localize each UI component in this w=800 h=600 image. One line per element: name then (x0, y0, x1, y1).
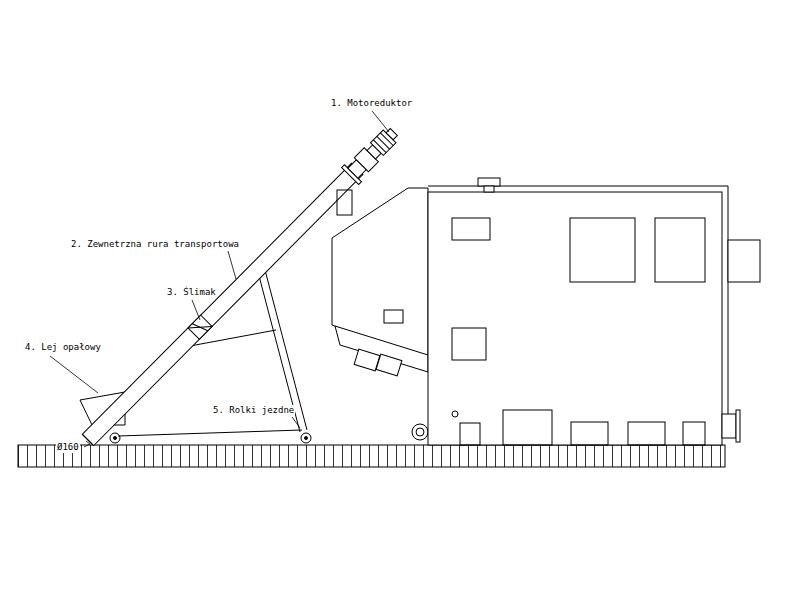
bracket (337, 190, 352, 215)
boiler-door (628, 422, 665, 445)
chimney-stub (478, 178, 500, 186)
side-duct (728, 240, 760, 282)
boiler-panel (570, 218, 635, 282)
dimension-label: Ø160 (56, 442, 80, 453)
housing-window (384, 310, 403, 323)
part-label: 4. Lej opałowy (24, 342, 102, 353)
leader-line (372, 111, 389, 132)
boiler-body (428, 192, 722, 445)
part-label: 3. Ślimak (166, 287, 217, 298)
leader-line (50, 356, 98, 393)
boiler-door (503, 410, 552, 445)
dimension-arrow (84, 441, 90, 447)
base-brace (118, 430, 302, 436)
boiler-door (683, 422, 705, 445)
boiler-door (460, 423, 480, 445)
boiler-casing (428, 186, 728, 420)
boiler-panel (452, 218, 490, 240)
boiler-door (571, 422, 608, 445)
boiler-panel (452, 328, 486, 360)
gear (412, 424, 428, 440)
part-label: 5. Rolki jezdne (212, 405, 295, 416)
leader-line (192, 300, 200, 320)
outlet-pipe (722, 414, 736, 438)
leader-line (228, 251, 236, 279)
ground-hatch (18, 445, 725, 467)
leader-line (292, 417, 300, 428)
lower-motor (354, 349, 380, 371)
part-label: 1. Motoreduktor (330, 98, 413, 109)
boiler-port (452, 411, 458, 417)
part-label: 2. Zewnetrzna rura transportowa (70, 239, 240, 250)
wheel (110, 433, 120, 443)
transport-tube (79, 124, 402, 449)
wheel (301, 433, 311, 443)
boiler-panel (655, 218, 705, 282)
